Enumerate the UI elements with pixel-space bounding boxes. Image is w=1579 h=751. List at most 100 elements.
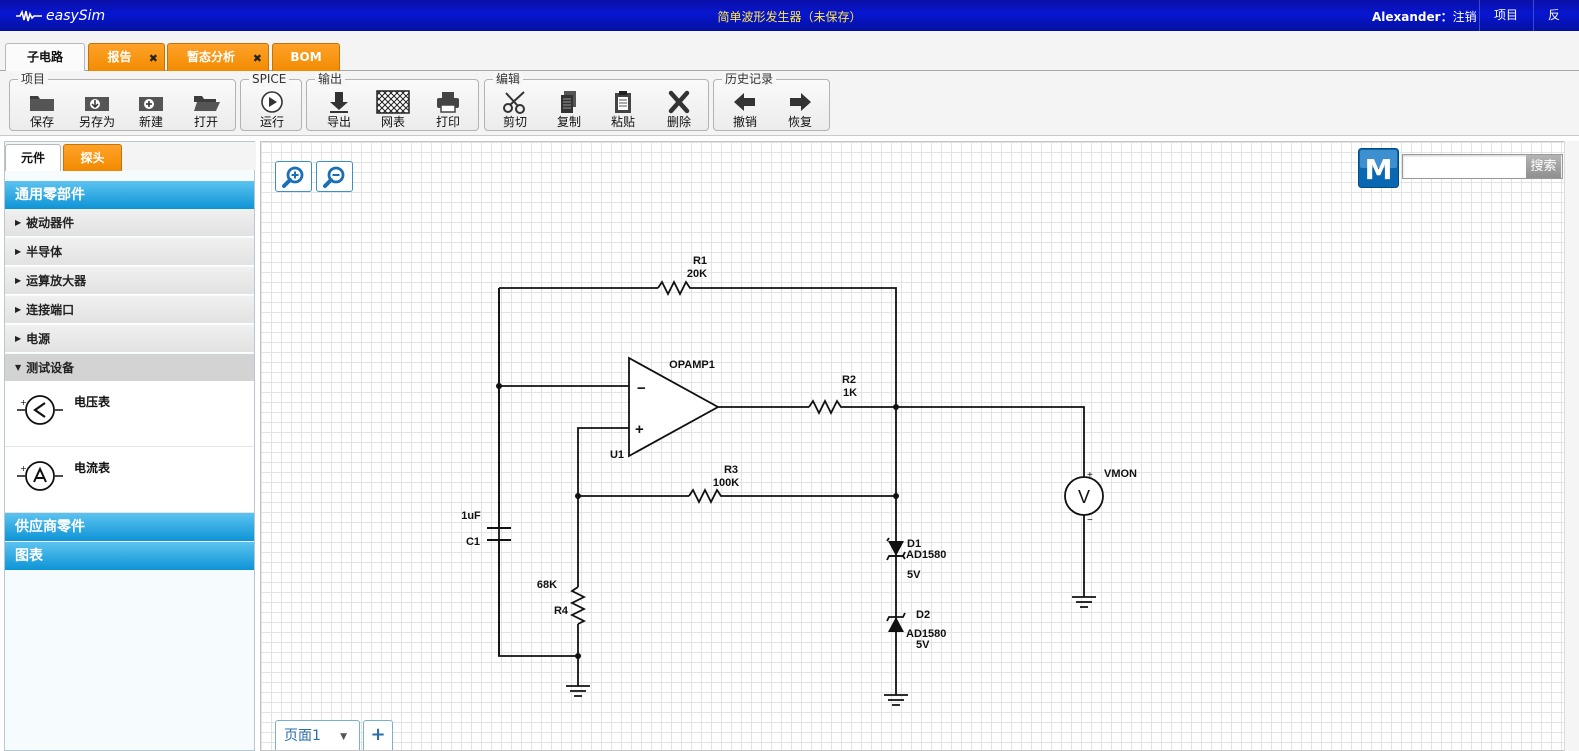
add-page-button[interactable]: + [363,720,393,750]
r4-value: 68K [537,579,557,591]
tab-transient-analysis[interactable]: 暂态分析 ✖ [167,43,269,72]
opamp-name: OPAMP1 [669,359,715,371]
category-label: 运算放大器 [26,274,87,288]
section-vendor-parts[interactable]: 供应商零件 [5,513,254,541]
zoom-in-button[interactable] [275,161,312,192]
schematic-canvas[interactable]: M 搜索 [260,141,1579,751]
c1-value: 1uF [461,510,481,522]
app-logo[interactable]: easySim [16,6,105,26]
copy-button[interactable]: 复制 [544,90,594,130]
resistor-r4[interactable]: 68K R4 [537,579,587,625]
button-label: 剪切 [502,115,527,129]
section-charts[interactable]: 图表 [5,542,254,570]
category-ports[interactable]: ▶连接端口 [5,296,254,324]
circuit-schematic: R1 20K R2 1K R3 100K 68K R4 [461,255,1137,706]
new-button[interactable]: 新建 [126,90,176,130]
d1-name: D1 [907,538,921,550]
zoom-out-icon [323,166,345,188]
project-button[interactable]: 项目 [1479,0,1532,31]
opamp-u1[interactable]: − + OPAMP1 U1 [610,356,720,461]
resistor-r2[interactable]: R2 1K [808,374,857,416]
part-voltmeter[interactable]: + 电压表 [5,381,254,447]
arrow-down-icon [330,92,348,113]
zener-diode-d2[interactable]: D2 AD1580 5V [886,609,946,651]
voltmeter-vmon[interactable]: V + − VMON [1064,468,1137,526]
mouser-logo-icon[interactable]: M [1358,148,1399,188]
tab-components[interactable]: 元件 [5,144,61,171]
feedback-button[interactable]: 反馈 [1533,0,1579,53]
button-label: 复制 [556,115,581,129]
chevron-down-icon[interactable]: ▼ [340,732,347,742]
copy-icon [561,91,576,113]
r3-name: R3 [724,464,738,476]
delete-button[interactable]: 删除 [654,90,704,130]
button-label: 运行 [259,115,284,129]
waveform-icon [16,9,42,22]
scissors-icon [503,91,525,114]
category-passive[interactable]: ▶被动器件 [5,209,254,237]
r2-value: 1K [843,387,857,399]
save-as-button[interactable]: 另存为 [72,90,122,130]
logo-text: easySim [46,8,106,24]
logout-link[interactable]: 注销 [1452,10,1477,24]
button-label: 打印 [435,115,460,129]
section-general-parts[interactable]: 通用零部件 [5,181,254,209]
capacitor-c1[interactable]: 1uF C1 [461,510,511,548]
folder-download-icon [85,97,109,111]
tab-report[interactable]: 报告 ✖ [88,43,165,72]
part-ammeter[interactable]: + 电流表 [5,447,254,513]
document-title: 简单波形发生器（未保存） [717,10,862,24]
undo-button[interactable]: 撤销 [720,90,770,130]
netlist-icon [376,90,410,114]
output-group: 输出 导出 网表 打印 [306,72,479,131]
opamp-minus: − [637,380,646,397]
folder-open-icon [194,96,220,111]
opamp-ref: U1 [610,449,624,461]
document-tabs: 子电路 报告 ✖ 暂态分析 ✖ BOM [0,31,1579,73]
group-label: 输出 [315,72,346,86]
category-test-equipment[interactable]: ▼测试设备 [5,354,254,382]
tab-probes[interactable]: 探头 [63,144,122,171]
group-label: 编辑 [493,72,524,86]
print-button[interactable]: 打印 [423,90,473,130]
resistor-r3[interactable]: R3 100K [688,464,739,505]
category-power[interactable]: ▶电源 [5,325,254,353]
spice-group: SPICE 运行 [240,72,302,131]
button-label: 网表 [380,115,405,129]
netlist-button[interactable]: 网表 [368,90,418,130]
resistor-r1[interactable]: R1 20K [657,255,707,297]
run-button[interactable]: 运行 [247,90,297,130]
export-button[interactable]: 导出 [314,90,364,130]
edit-group: 编辑 剪切 复制 粘贴 删除 [484,72,709,131]
button-label: 导出 [326,115,351,129]
tab-label: 报告 [107,50,132,64]
close-icon[interactable]: ✖ [252,52,262,65]
button-label: 另存为 [78,115,115,129]
paste-button[interactable]: 粘贴 [598,90,648,130]
category-opamp[interactable]: ▶运算放大器 [5,267,254,295]
tab-bom[interactable]: BOM [272,43,340,72]
close-icon[interactable]: ✖ [148,52,158,65]
redo-button[interactable]: 恢复 [775,90,825,130]
category-semiconductor[interactable]: ▶半导体 [5,238,254,266]
folder-icon [30,96,54,111]
zoom-in-icon [282,166,304,188]
vmon-symbol: V [1078,487,1090,507]
d2-part: AD1580 [906,628,946,640]
zoom-out-button[interactable] [316,161,353,192]
play-icon [261,91,283,113]
save-button[interactable]: 保存 [17,90,67,130]
r4-name: R4 [554,605,569,617]
button-label: 保存 [29,115,54,129]
button-label: 撤销 [732,115,757,129]
triangle-down-icon: ▼ [15,363,22,372]
scrollbar[interactable] [1564,141,1579,751]
search-button[interactable]: 搜索 [1526,155,1561,178]
svg-text:+: + [20,464,27,473]
open-button[interactable]: 打开 [181,90,231,130]
top-bar: easySim 简单波形发生器（未保存） Alexander：注销 项目 反馈 [0,0,1579,53]
page-tab[interactable]: 页面1 ▼ [275,720,360,750]
zener-diode-d1[interactable]: D1 AD1580 5V [886,537,946,581]
tab-subcircuit[interactable]: 子电路 [5,43,85,73]
cut-button[interactable]: 剪切 [490,90,540,130]
